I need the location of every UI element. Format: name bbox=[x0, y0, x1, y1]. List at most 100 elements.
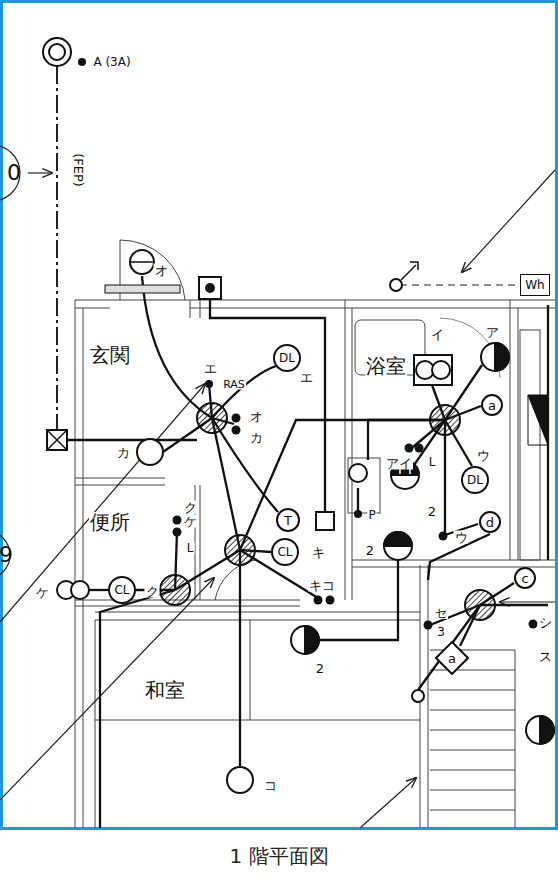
equipment-label: RAS bbox=[222, 379, 246, 390]
switch-dots-circle bbox=[415, 444, 424, 453]
circuit-letter: ク bbox=[183, 501, 198, 514]
walls bbox=[75, 240, 555, 828]
circuit-letter: ケ bbox=[35, 586, 50, 599]
walls-path bbox=[190, 300, 518, 600]
rating-label: A (3A) bbox=[92, 56, 131, 68]
fixtures-circle bbox=[384, 532, 412, 560]
node-text: Wh bbox=[525, 279, 544, 291]
node-text: CL bbox=[114, 584, 129, 596]
circuit-letter: コ bbox=[263, 779, 278, 792]
leader-lines-path bbox=[0, 384, 205, 622]
fixtures-path bbox=[528, 395, 548, 445]
leader-lines-path bbox=[500, 601, 555, 602]
circuit-letter: セ bbox=[434, 607, 448, 619]
fixtures-path bbox=[495, 343, 509, 371]
fixtures-rect bbox=[316, 512, 334, 530]
junction-boxes-circle bbox=[430, 405, 460, 435]
node-text: c bbox=[521, 572, 528, 585]
circuit-letter: エ bbox=[299, 371, 314, 384]
switch-dots-circle bbox=[232, 414, 241, 423]
circuit-letter: カ bbox=[116, 446, 131, 459]
fixtures-circle bbox=[412, 690, 424, 702]
junction-boxes-circle bbox=[465, 590, 495, 620]
meter-box: Wh bbox=[520, 274, 550, 296]
node-text: T bbox=[284, 514, 292, 527]
switch-dots-circle bbox=[439, 532, 448, 541]
leader-lines-path bbox=[400, 284, 518, 285]
outlet-count: 2 bbox=[427, 505, 437, 518]
switch-dots-circle bbox=[232, 426, 241, 435]
fixtures-path bbox=[540, 716, 554, 744]
wiring bbox=[67, 276, 548, 828]
circuit-letter: シ bbox=[538, 616, 553, 629]
switch-dots-circle bbox=[78, 58, 86, 66]
switch-dots-circle bbox=[173, 528, 182, 537]
downlight: DL bbox=[461, 466, 489, 494]
caption: 1 階平面図 bbox=[0, 843, 558, 870]
circuit-letter: キ bbox=[311, 546, 326, 559]
fixtures-circle bbox=[71, 581, 89, 599]
node-text: a bbox=[448, 652, 456, 665]
circuit-diamond: a bbox=[435, 641, 469, 675]
wiring-path bbox=[239, 550, 241, 766]
circuit-letter: ス bbox=[538, 650, 553, 663]
node-text: DL bbox=[279, 352, 295, 364]
fixtures-circle bbox=[43, 38, 71, 66]
fixtures-circle bbox=[481, 343, 509, 371]
fixtures-circle bbox=[206, 284, 214, 292]
circuit-letter: L bbox=[186, 542, 195, 554]
fixtures-circle bbox=[432, 361, 450, 379]
circuit-letter: オ bbox=[154, 264, 169, 277]
conduit-label: (FEP) bbox=[72, 152, 85, 188]
walls-rect bbox=[348, 458, 380, 513]
circuit-letter: ア bbox=[485, 326, 500, 339]
fixtures-circle bbox=[49, 44, 65, 60]
circuit-mark: d bbox=[479, 511, 501, 533]
circuit-letter: ウ bbox=[476, 449, 491, 462]
circuit-letter: アイ bbox=[385, 457, 413, 470]
outlet-count: 2 bbox=[365, 544, 375, 557]
switch-dots bbox=[78, 58, 538, 630]
switch-dots-circle bbox=[314, 596, 323, 605]
wiring-path bbox=[212, 418, 240, 550]
ceiling-light: CL bbox=[108, 576, 136, 604]
leader-lines-path bbox=[28, 172, 52, 173]
room-name: 和室 bbox=[144, 680, 186, 700]
circuit-letter: L bbox=[428, 456, 437, 468]
junction-boxes-circle bbox=[160, 575, 190, 605]
junction-boxes-circle bbox=[197, 403, 227, 433]
leader-lines-path bbox=[0, 578, 214, 800]
wiring-path bbox=[67, 439, 197, 441]
walls-path bbox=[215, 560, 255, 600]
frame bbox=[2, 2, 557, 829]
thermostat-symbol: T bbox=[276, 508, 300, 532]
circuit-letter: ケ bbox=[183, 515, 198, 528]
fixtures-circle bbox=[137, 439, 163, 465]
circuit-letter: ウ bbox=[454, 531, 469, 544]
switch-count: 3 bbox=[436, 626, 446, 638]
switch-dots-circle bbox=[205, 380, 213, 388]
fixtures-path bbox=[384, 532, 412, 546]
wiring-path bbox=[212, 418, 278, 512]
callout-number: 9 bbox=[0, 544, 14, 566]
fixtures-rect bbox=[414, 355, 452, 385]
circuit-letter: オ bbox=[249, 410, 264, 423]
equipment-label: P bbox=[367, 509, 376, 521]
leader-lines-path bbox=[462, 170, 555, 272]
room-name: 便所 bbox=[89, 512, 131, 532]
downlight: DL bbox=[273, 344, 301, 372]
room-name: 玄関 bbox=[89, 345, 131, 365]
fixtures-path bbox=[130, 261, 154, 263]
circuit-letter: キコ bbox=[308, 579, 336, 592]
fixtures-path bbox=[47, 430, 67, 450]
fixtures-circle bbox=[390, 279, 402, 291]
node-text: DL bbox=[467, 474, 483, 486]
fixtures-circle bbox=[130, 250, 154, 274]
circuit-mark: c bbox=[514, 567, 536, 589]
outlet-count: 2 bbox=[315, 662, 325, 675]
fixtures-path bbox=[410, 262, 418, 270]
diamond-shape bbox=[436, 642, 468, 674]
switch-dots-circle bbox=[529, 620, 538, 629]
fixtures-circle bbox=[526, 716, 554, 744]
